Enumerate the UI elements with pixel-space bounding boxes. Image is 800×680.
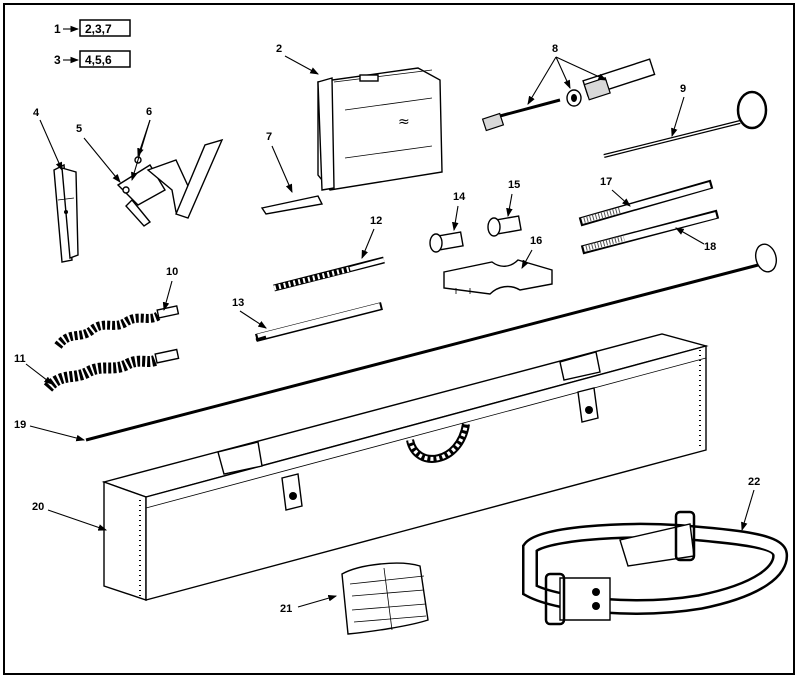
legend-1-items: 2,3,7 (85, 22, 112, 36)
callout-20: 20 (32, 501, 44, 513)
part-20-chest (101, 333, 709, 601)
part-22-sling (522, 510, 789, 626)
callout-13: 13 (232, 297, 244, 309)
callout-4: 4 (33, 107, 40, 119)
legend-row-1: 1 2,3,7 (54, 19, 131, 37)
part-19-cleaning-rod (85, 243, 778, 442)
part-7-plate (260, 195, 324, 215)
callout-21: 21 (280, 603, 292, 615)
callout-2: 2 (276, 43, 282, 55)
callout-6: 6 (146, 106, 152, 118)
callout-7: 7 (266, 131, 272, 143)
part-18-rod (580, 209, 720, 255)
legend-2-items: 4,5,6 (85, 53, 112, 67)
part-4-tool (53, 163, 79, 263)
callout-8: 8 (552, 43, 558, 55)
legend-row-2: 3 4,5,6 (54, 50, 131, 68)
part-21-cloth-bundle (341, 562, 429, 635)
legend-2-box (79, 50, 131, 68)
callout-18: 18 (704, 241, 716, 253)
legend-1-number: 1 (54, 22, 61, 36)
callout-5: 5 (76, 123, 82, 135)
callout-11: 11 (14, 353, 26, 365)
callout-14: 14 (453, 191, 466, 203)
part-9-handle-rod (603, 90, 768, 158)
part-16-plate (443, 259, 553, 295)
callout-16: 16 (530, 235, 542, 247)
callout-15: 15 (508, 179, 520, 191)
part-5-6-pliers (116, 138, 224, 227)
part-15-plug (487, 215, 522, 237)
callout-12: 12 (370, 215, 382, 227)
callout-22: 22 (748, 476, 760, 488)
svg-text:≈: ≈ (398, 114, 410, 130)
part-12-threaded-rod (273, 256, 385, 292)
callout-19: 19 (14, 419, 26, 431)
legend-1-box (79, 19, 131, 37)
part-11-brush (43, 348, 180, 392)
callout-10: 10 (166, 266, 178, 278)
part-14-plug (429, 231, 464, 253)
part-17-rod (578, 179, 714, 227)
part-13-rod (255, 302, 383, 342)
callout-9: 9 (680, 83, 686, 95)
callout-17: 17 (600, 176, 612, 188)
part-2-case: ≈ (317, 67, 443, 191)
part-10-brush (54, 305, 180, 349)
part-8-rod-assembly (481, 58, 656, 132)
legend-2-number: 3 (54, 53, 61, 67)
